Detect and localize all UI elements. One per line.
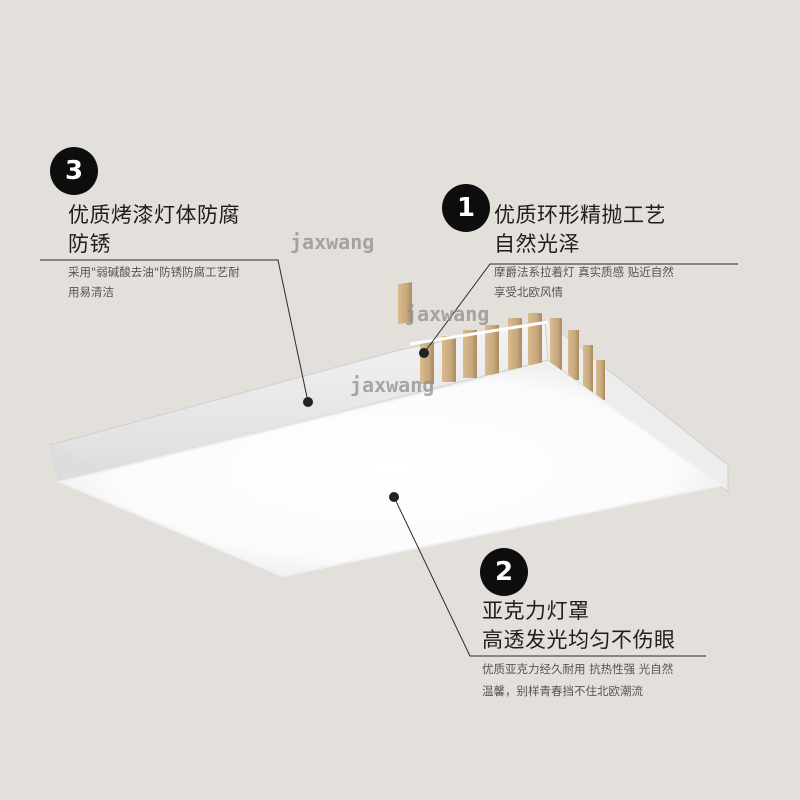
callout-2-leader	[393, 496, 706, 657]
callout-3-title-line1: 优质烤漆灯体防腐	[68, 203, 240, 227]
callout-1-title-line1: 优质环形精抛工艺	[494, 203, 666, 227]
callout-1-number-badge: 1	[442, 184, 490, 232]
callout-3-title-line2: 防锈	[68, 232, 111, 256]
callout-3-leader	[40, 259, 309, 403]
callout-1-desc-line1: 摩爵法系拉着灯 真实质感 贴近自然	[494, 265, 674, 279]
watermark: jaxwang	[290, 230, 375, 254]
callout-2-desc-line1: 优质亚克力经久耐用 抗热性强 光自然	[482, 662, 674, 676]
watermark: jaxwang	[350, 373, 435, 397]
callout-3-desc-line1: 采用"弱碱酸去油"防锈防腐工艺耐	[68, 265, 240, 279]
callout-3-desc-line2: 用易清洁	[68, 285, 114, 299]
callout-1-desc-line2: 享受北欧风情	[494, 285, 563, 299]
wooden-slats	[398, 282, 605, 400]
acrylic-panel	[56, 360, 725, 578]
watermark: jaxwang	[405, 302, 490, 326]
callout-2-title-line1: 亚克力灯罩	[482, 599, 590, 623]
callout-1-title-line2: 自然光泽	[494, 232, 580, 256]
callout-2-number-badge: 2	[480, 548, 528, 596]
callout-1-leader	[423, 263, 738, 354]
callout-3-number-badge: 3	[50, 147, 98, 195]
callout-2-title-line2: 高透发光均匀不伤眼	[482, 628, 676, 652]
callout-2-desc-line2: 温馨，别样青春挡不住北欧潮流	[482, 684, 643, 698]
